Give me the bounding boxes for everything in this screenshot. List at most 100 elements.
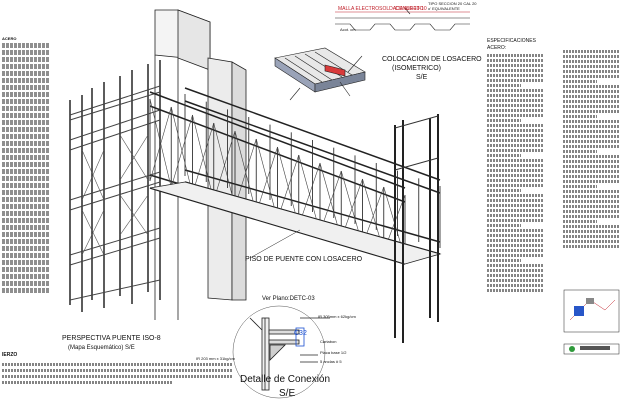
spec-text-line <box>487 274 543 277</box>
losacero-title: COLOCACION DE LOSACERO <box>382 56 482 63</box>
spec-text-line <box>563 60 619 63</box>
spec-text-line <box>563 210 619 213</box>
spec-text-line <box>487 139 543 142</box>
detail-anclas-label: 5 anclas # 5 <box>320 359 342 364</box>
spec-text-line <box>487 199 543 202</box>
spec-text-line <box>487 64 543 67</box>
perspectiva-subtitle: (Mapa Esquemático) S/E <box>68 345 135 351</box>
spec-column-2 <box>563 48 619 250</box>
concreto-label: CONCRETO <box>395 6 424 12</box>
spec-text-line <box>487 204 543 207</box>
acot-label: Acot. cm <box>340 27 356 32</box>
spec-text-line <box>487 214 543 217</box>
spec-text-line <box>563 55 619 58</box>
deck-label-leader <box>249 229 301 259</box>
spec-text-line <box>563 80 597 83</box>
spec-text-line <box>563 160 619 163</box>
tower-bracing <box>81 134 149 256</box>
spec-text-line <box>563 155 619 158</box>
spec-text-line <box>563 185 597 188</box>
spec-text-line <box>563 150 597 153</box>
spec-text-line <box>563 195 619 198</box>
spec-text-line <box>563 90 619 93</box>
spec-text-line <box>487 284 543 287</box>
spec-text-line <box>563 145 619 148</box>
spec-text-line <box>487 229 543 232</box>
truss-diagonal <box>213 130 236 201</box>
truss-diagonal <box>255 146 278 214</box>
right-columns <box>394 114 439 343</box>
spec-text-line <box>487 259 521 262</box>
spec-text-line <box>563 235 619 238</box>
spec-text-line <box>563 200 619 203</box>
detail-ipr2-label: IR 203 mm x 31kg/cm <box>196 356 235 361</box>
tower-structure <box>154 9 247 320</box>
spec-column-1 <box>487 52 543 294</box>
title-block-drawing <box>563 289 620 355</box>
spec-text-line <box>487 169 543 172</box>
spec-text-line <box>487 289 543 292</box>
spec-text-line <box>487 254 543 257</box>
spec-text-line <box>487 194 543 197</box>
spec-text-line <box>487 239 543 242</box>
spec-text-line <box>487 189 521 192</box>
malla-label: MALLA ELECTROSOLDADA 6x6-10-10 <box>338 6 427 12</box>
spec-text-line <box>487 269 543 272</box>
spec-text-line <box>487 114 543 117</box>
spec-text-line <box>487 179 543 182</box>
spec-text-line <box>487 94 543 97</box>
spec-text-line <box>487 159 543 162</box>
spec-text-line <box>563 85 619 88</box>
truss-diagonal <box>149 106 172 182</box>
bridge-truss-chords <box>149 87 441 265</box>
bottom-notes-heading: IERZO <box>2 352 18 358</box>
especificaciones-sub: ACERO: <box>487 45 507 51</box>
spec-text-line <box>487 74 543 77</box>
detail-placa-label: Placa base 1/2 <box>320 350 347 355</box>
spec-text-line <box>487 84 521 87</box>
spec-text-line <box>563 180 619 183</box>
truss-diagonal <box>192 122 215 194</box>
spec-text-line <box>563 230 619 233</box>
spec-text-line <box>563 190 619 193</box>
spec-text-line <box>487 249 543 252</box>
spec-text-line <box>563 140 619 143</box>
spec-text-line <box>487 279 543 282</box>
spec-text-line <box>563 205 619 208</box>
spec-text-line <box>563 245 619 248</box>
spec-text-line <box>563 240 619 243</box>
losacero-subtitle: (ISOMETRICO) <box>392 65 441 72</box>
spec-text-line <box>487 109 543 112</box>
spec-text-line <box>487 89 543 92</box>
spec-text-line <box>487 59 543 62</box>
spec-text-line <box>487 129 543 132</box>
spec-text-line <box>563 65 619 68</box>
spec-text-line <box>563 215 619 218</box>
right-column-beams <box>394 115 439 171</box>
bottom-notes <box>2 360 232 387</box>
spec-text-line <box>487 104 543 107</box>
spec-text-line <box>487 224 521 227</box>
spec-text-line <box>563 220 597 223</box>
truss-diagonal <box>170 114 193 188</box>
left-notes-heading: ACERO <box>2 36 17 41</box>
spec-text-line <box>563 105 619 108</box>
left-notes: ACERO <box>2 30 50 400</box>
spec-text-line <box>487 99 543 102</box>
spec-text-line <box>563 95 619 98</box>
detail-cartabon-label: Cartabon <box>320 339 337 344</box>
spec-text-line <box>487 144 543 147</box>
spec-text-line <box>487 149 543 152</box>
spec-text-line <box>487 174 543 177</box>
tower-beams <box>69 85 161 301</box>
spec-text-line <box>563 165 619 168</box>
spec-text-line <box>487 234 543 237</box>
perspectiva-title: PERSPECTIVA PUENTE ISO-8 <box>62 335 161 342</box>
spec-text-line <box>563 50 619 53</box>
equivalente-label: o' EQUIVALENTE <box>428 6 460 11</box>
spec-text-line <box>487 219 543 222</box>
losacero-detail <box>274 47 366 101</box>
spec-text-line <box>563 100 619 103</box>
spec-text-line <box>563 170 619 173</box>
